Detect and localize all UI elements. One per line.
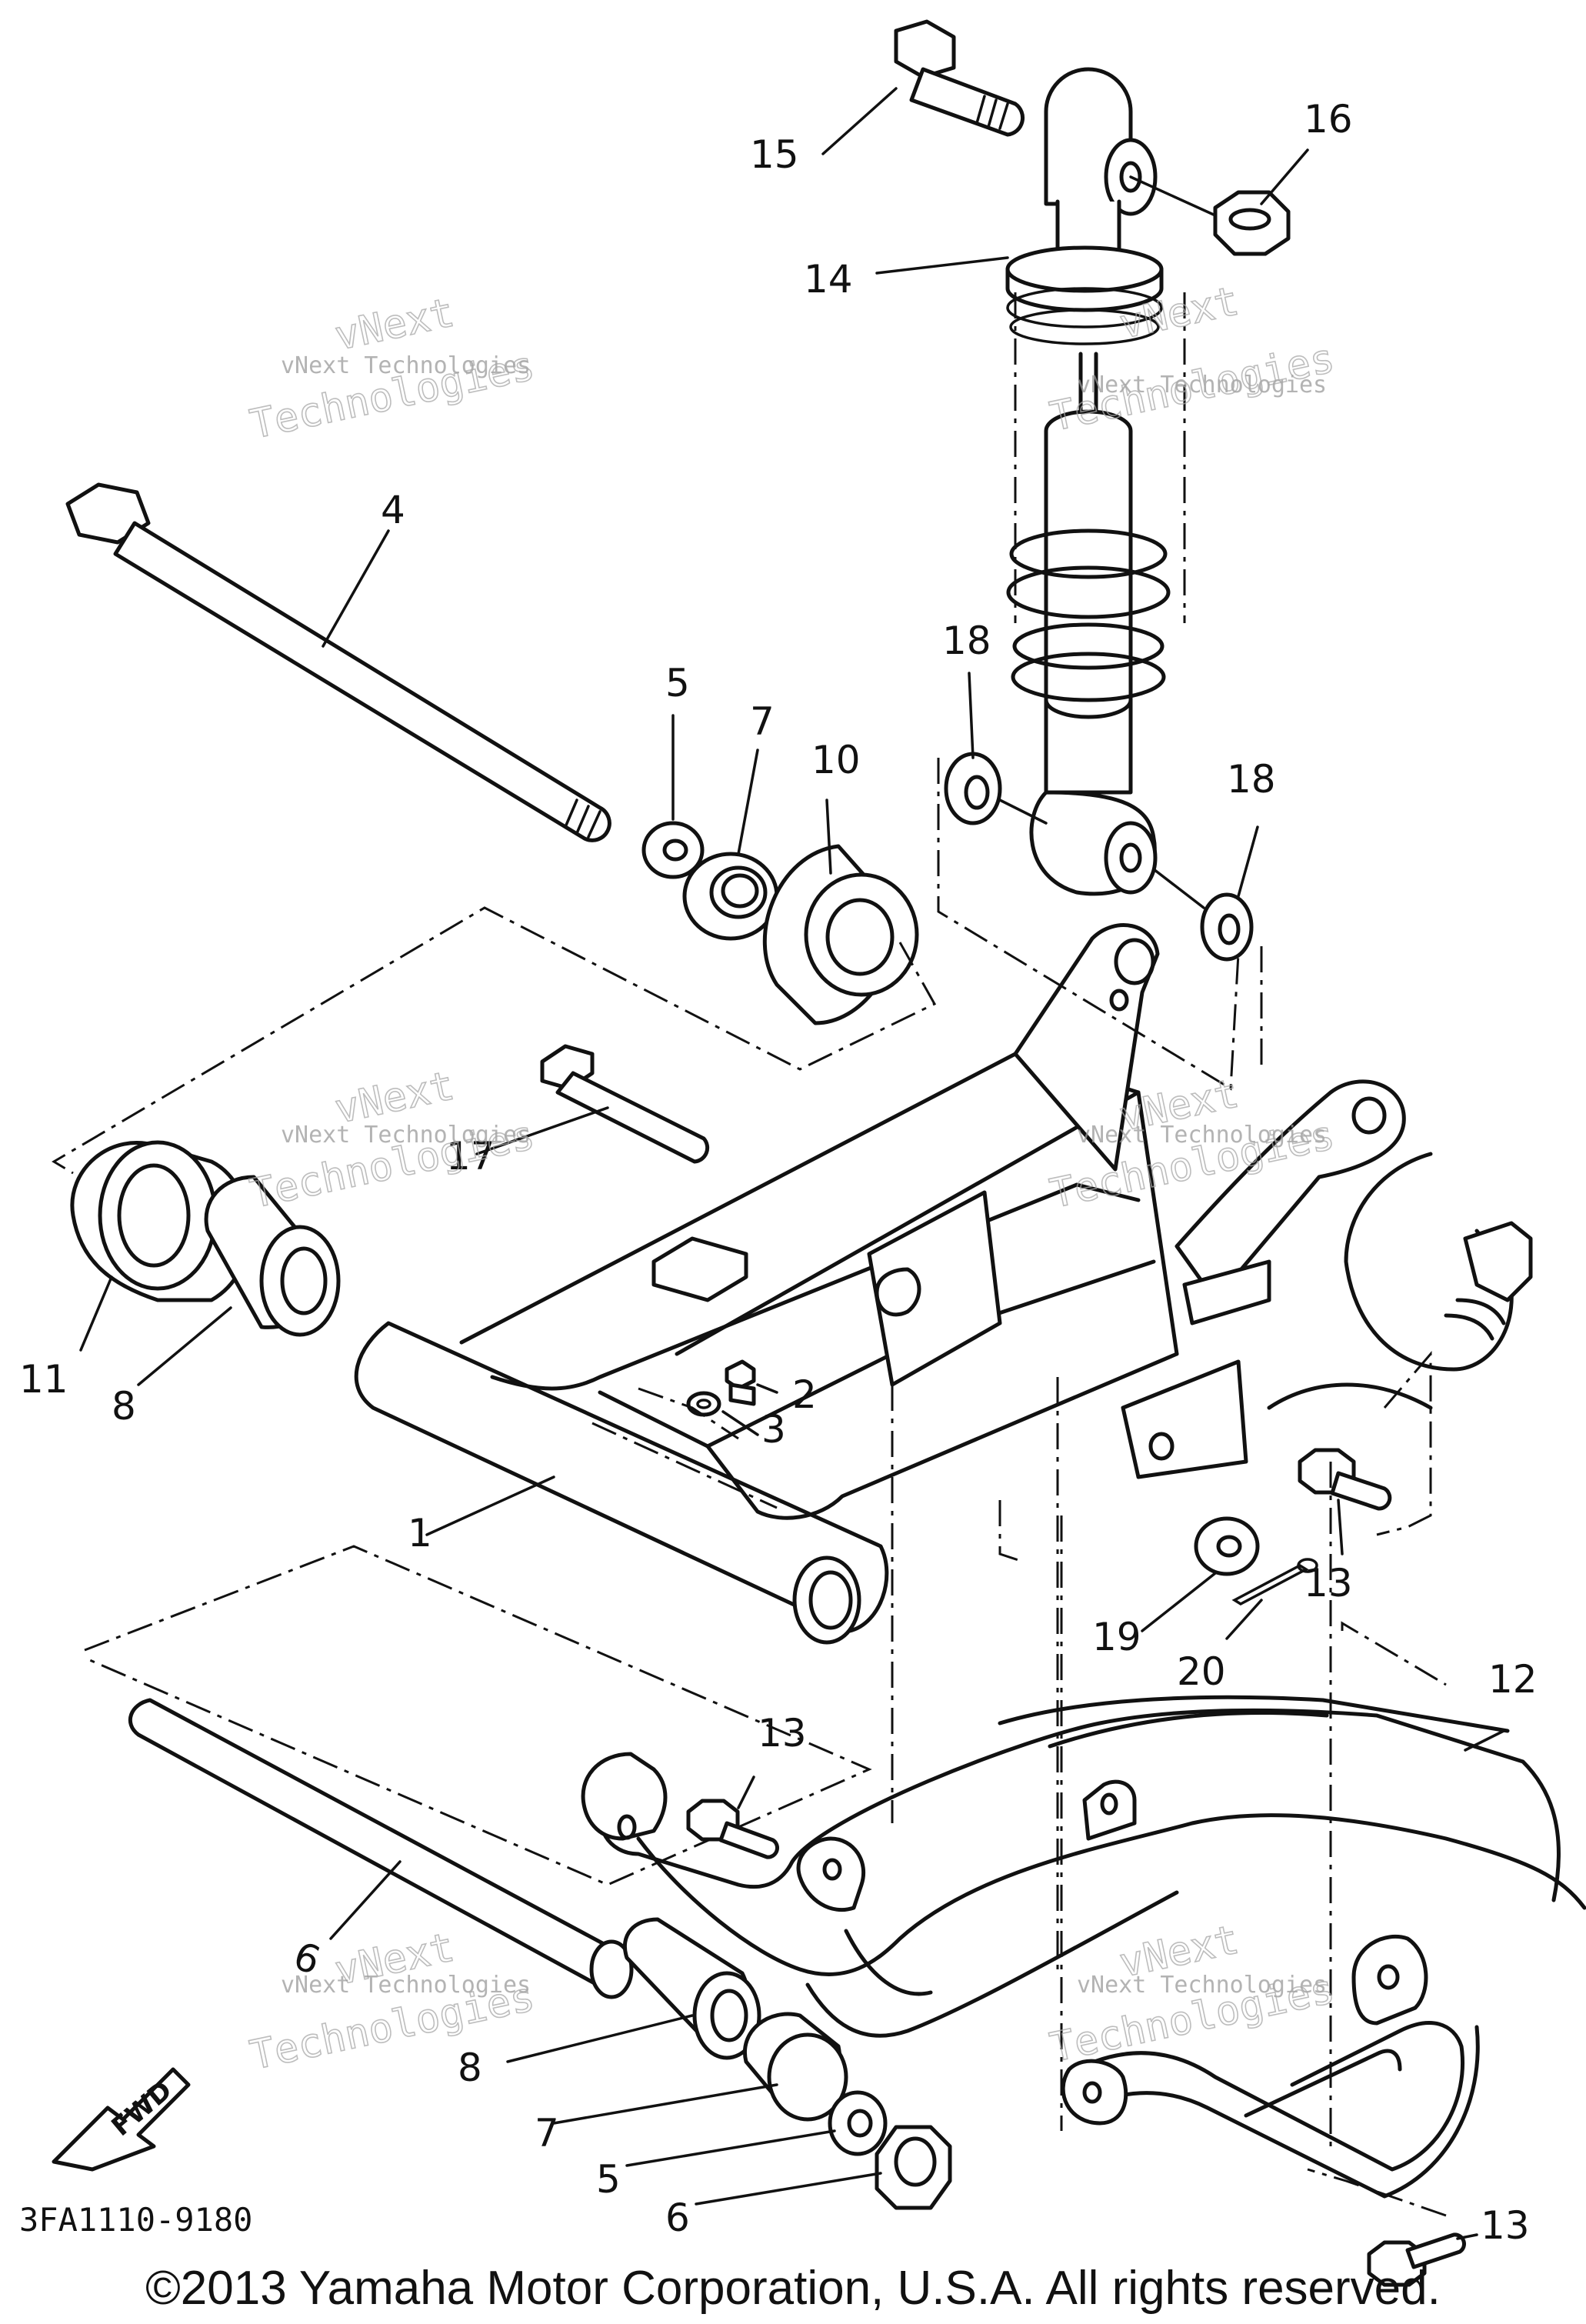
- copyright-notice: ©2013 Yamaha Motor Corporation, U.S.A. A…: [145, 2262, 1441, 2315]
- leader-lines: [79, 87, 1505, 2240]
- pivot-shaft: [65, 482, 611, 842]
- washer-5-lower: [828, 2090, 888, 2156]
- callout-19: 19: [1092, 1615, 1141, 1659]
- svg-text:vNext: vNext: [1115, 278, 1243, 348]
- watermark-1: vNext vNext Technologies Technologies: [245, 289, 539, 449]
- watermark-3: vNext vNext Technologies Technologies: [245, 1062, 539, 1219]
- skid-guard: [581, 1695, 1586, 2199]
- callout-13c: 13: [1481, 2203, 1530, 2248]
- cotter-pin-20: [1231, 1558, 1318, 1606]
- callout-6: 6: [665, 2196, 690, 2240]
- washer-19: [1194, 1516, 1260, 1576]
- shock-upper-bolt: [894, 19, 1025, 137]
- bolt-13-bottom: [1367, 2232, 1466, 2287]
- swingarm: [354, 923, 1406, 1645]
- bearing-7-upper: [682, 852, 779, 941]
- bolt-13-center: [686, 1799, 779, 1859]
- callout-8b: 8: [458, 2046, 482, 2090]
- bolt-13-right: [1298, 1448, 1392, 1511]
- bushing-8-upper: [204, 1175, 341, 1337]
- callout-17: 17: [446, 1134, 495, 1179]
- callout-13b: 13: [758, 1711, 807, 1756]
- callout-5a: 5: [665, 661, 690, 705]
- callout-3: 3: [761, 1407, 786, 1452]
- shock-upper-nut: [1213, 190, 1291, 256]
- callout-11: 11: [19, 1357, 68, 1402]
- svg-text:vNext: vNext: [331, 289, 458, 359]
- callout-14: 14: [804, 257, 853, 302]
- svg-text:vNext Technologies: vNext Technologies: [281, 1122, 531, 1149]
- washer-5-upper: [641, 821, 705, 879]
- callout-20: 20: [1177, 1649, 1226, 1694]
- callout-18b: 18: [1227, 757, 1276, 802]
- watermark-2: vNext vNext Technologies Technologies: [1045, 278, 1339, 442]
- pivot-pin-17: [540, 1044, 710, 1164]
- bushing-8-lower: [622, 1917, 761, 2060]
- svg-text:vNext Technologies: vNext Technologies: [281, 352, 531, 379]
- svg-text:vNext Technologies: vNext Technologies: [1077, 372, 1327, 398]
- svg-text:Technologies: Technologies: [1046, 335, 1338, 441]
- grease-washer: [686, 1391, 721, 1417]
- watermark-5: vNext vNext Technologies Technologies: [245, 1924, 539, 2080]
- svg-text:vNext Technologies: vNext Technologies: [1077, 1972, 1327, 1999]
- callout-18a: 18: [942, 619, 991, 663]
- nut-6: [875, 2125, 952, 2210]
- shock-collar-upper-18: [944, 752, 1002, 825]
- watermark-4: vNext vNext Technologies Technologies: [1045, 1070, 1339, 1219]
- svg-text:vNext Technologies: vNext Technologies: [281, 1972, 531, 1999]
- callout-7b: 7: [535, 2111, 559, 2156]
- grease-nipple: [725, 1359, 756, 1406]
- callout-8a: 8: [112, 1384, 136, 1429]
- callout-15: 15: [750, 132, 799, 177]
- bushing-10: [762, 844, 919, 1025]
- shock-absorber: [1005, 67, 1186, 896]
- fwd-arrow-icon: FWD: [52, 2067, 191, 2172]
- svg-text:vNext Technologies: vNext Technologies: [1077, 1122, 1327, 1149]
- callout-4: 4: [381, 488, 405, 532]
- bushing-11: [70, 1140, 252, 1302]
- callout-7a: 7: [750, 699, 775, 744]
- bearing-7-lower: [743, 2012, 848, 2122]
- callout-10: 10: [811, 738, 861, 782]
- lower-shaft-9: [128, 1698, 634, 1999]
- callout-13a: 13: [1304, 1561, 1353, 1605]
- callout-2: 2: [792, 1372, 817, 1417]
- shock-collar-lower-18: [1200, 892, 1254, 962]
- callout-1: 1: [408, 1511, 432, 1555]
- diagram-code: 3FA1110-9180: [19, 2201, 252, 2239]
- callout-16: 16: [1304, 97, 1353, 142]
- callout-12: 12: [1488, 1657, 1538, 1702]
- linkage-strap: [1267, 1152, 1533, 1410]
- callout-5b: 5: [596, 2157, 621, 2202]
